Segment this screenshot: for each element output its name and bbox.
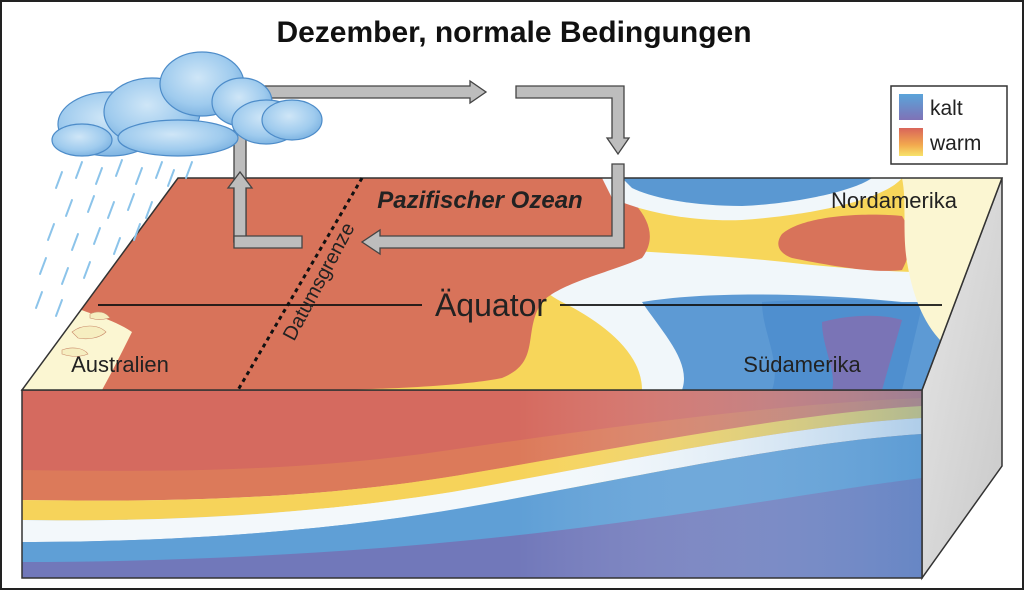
surface-border [20, 177, 1004, 391]
ocean-surface [22, 178, 1002, 390]
ocean-label: Pazifischer Ozean [377, 187, 582, 214]
diagram-title: Dezember, normale Bedingungen [276, 16, 751, 49]
equator-label: Äquator [435, 287, 547, 323]
ocean-cross-section [22, 390, 922, 578]
dateline-dotted-line [236, 177, 364, 391]
australia-landmass-icon [61, 311, 111, 357]
trade-wind-connector [233, 235, 303, 249]
south-america-label: Südamerika [743, 352, 861, 377]
legend-swatch-cold [899, 94, 923, 120]
legend-label-cold: kalt [930, 97, 963, 120]
north-america-label: Nordamerika [831, 188, 958, 213]
rising-air-arrow-icon [226, 170, 254, 243]
australia-label: Australien [71, 352, 169, 377]
rain-cloud-icon [51, 51, 323, 157]
legend: kalt warm [890, 85, 1008, 165]
descending-air-arrow-icon [515, 85, 631, 156]
legend-label-warm: warm [929, 132, 981, 155]
legend-swatch-warm [899, 128, 923, 156]
rain-drops [35, 159, 193, 317]
surface-trade-wind-arrow-icon [360, 163, 625, 256]
